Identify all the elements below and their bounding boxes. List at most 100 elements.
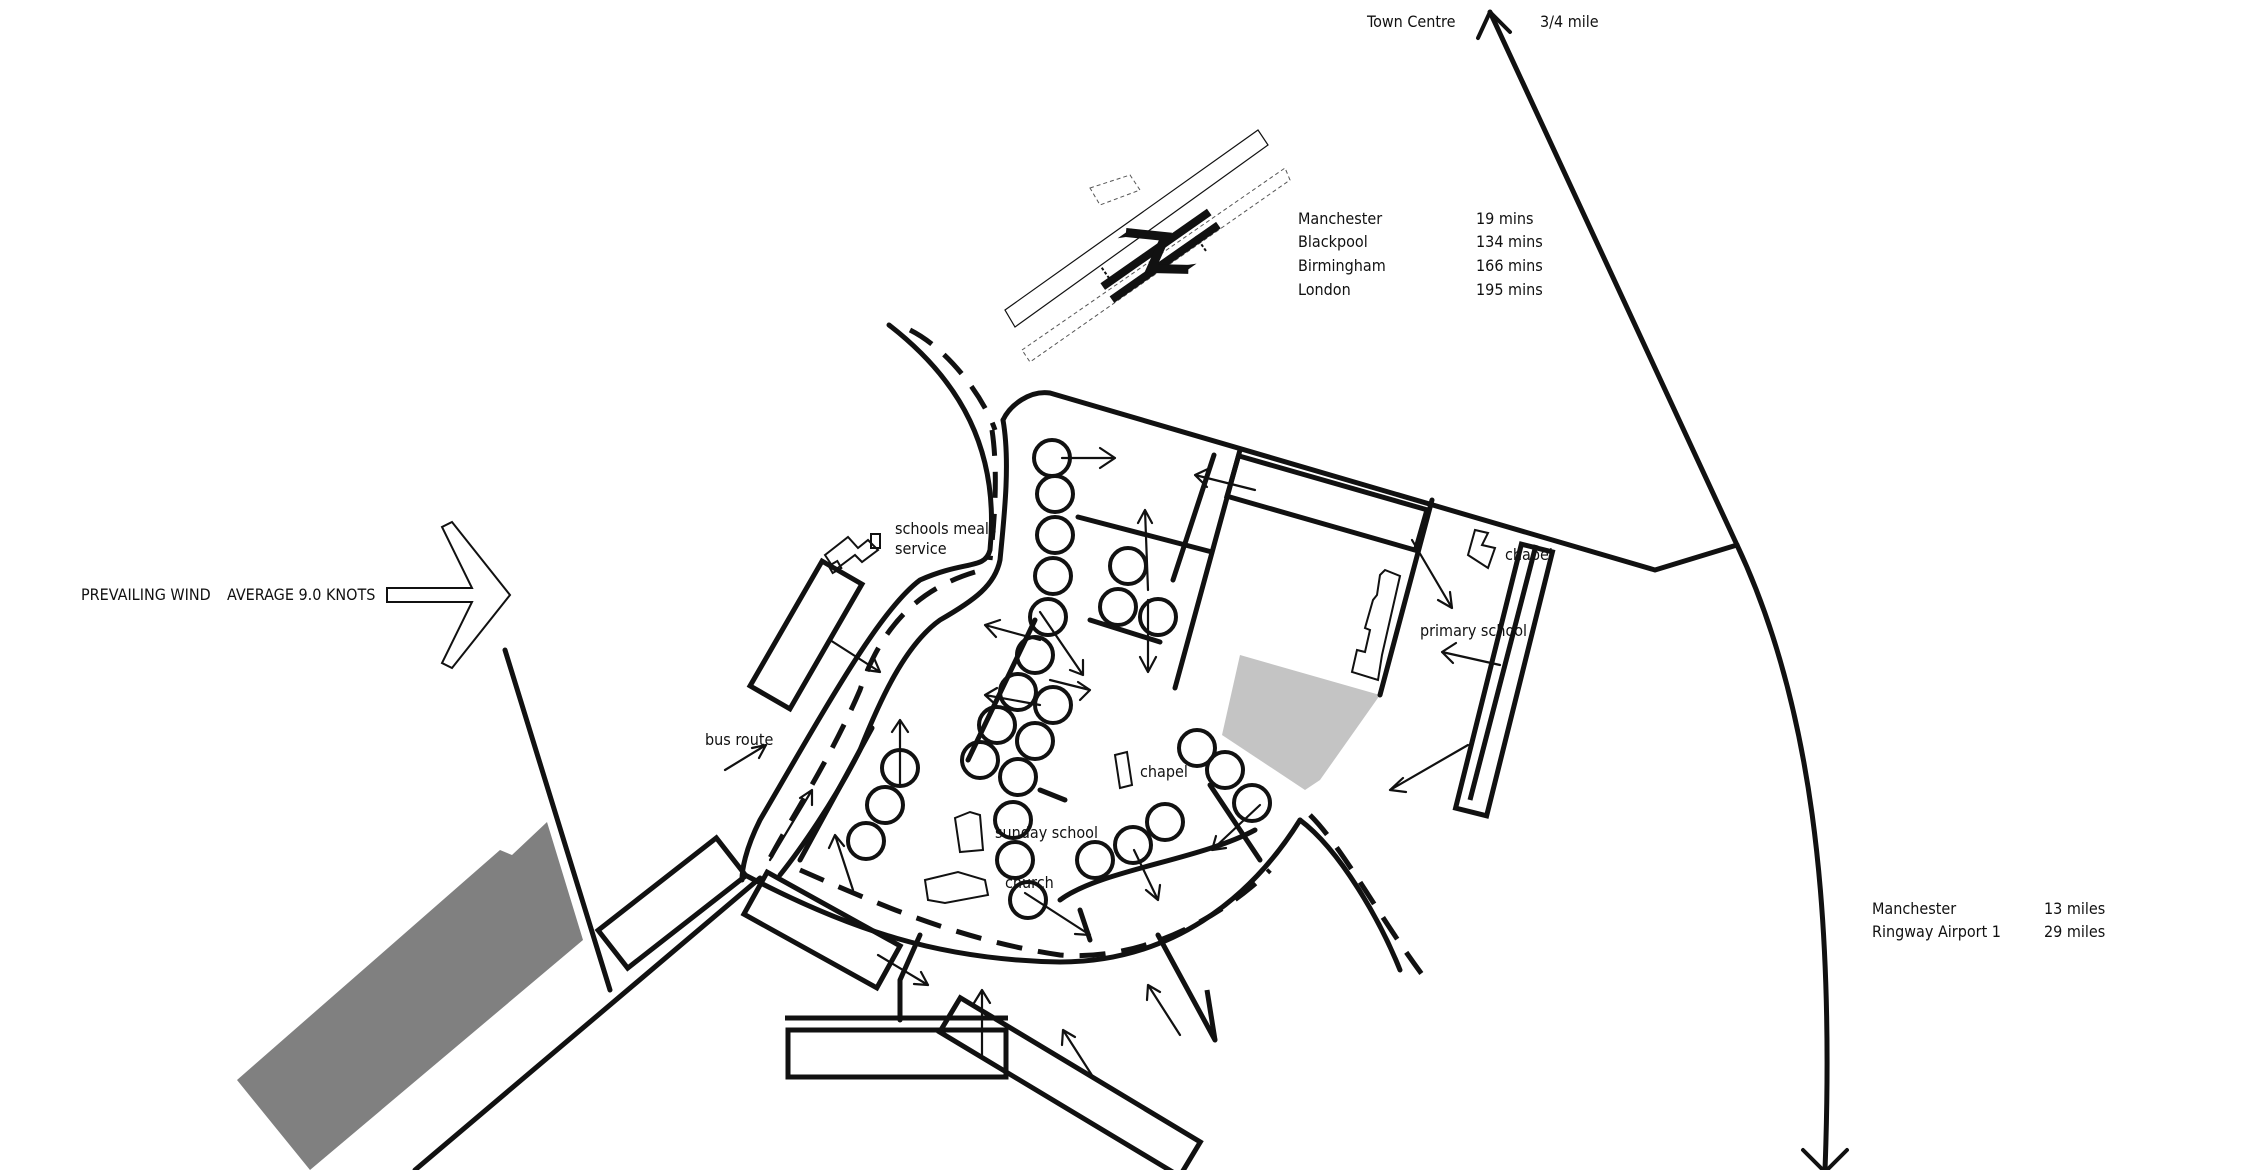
tree bbox=[998, 672, 1038, 712]
tree bbox=[1138, 597, 1178, 637]
bus-route-east bbox=[1308, 813, 1432, 987]
sunday-school-label: sunday school bbox=[995, 823, 1098, 842]
arrow bbox=[1410, 538, 1454, 610]
church-building bbox=[923, 870, 990, 905]
arrow bbox=[723, 743, 768, 772]
tree bbox=[998, 757, 1038, 797]
schools-meals-building bbox=[823, 535, 880, 572]
chapel-lower-label: chapel bbox=[1140, 762, 1188, 781]
rail-city: London bbox=[1298, 280, 1351, 299]
arrow bbox=[828, 638, 882, 674]
small-buildings bbox=[823, 528, 1497, 905]
inner-divider-1 bbox=[797, 725, 875, 863]
tree bbox=[995, 840, 1035, 880]
central-loop bbox=[742, 817, 1303, 965]
inner-divider-4 bbox=[1207, 782, 1263, 863]
arrow bbox=[1038, 610, 1085, 677]
building-west-block bbox=[746, 557, 866, 713]
buildings bbox=[594, 452, 1556, 1170]
arrow bbox=[1048, 678, 1092, 702]
schools-meals-small bbox=[827, 559, 843, 575]
rail-city: Manchester bbox=[1298, 209, 1382, 228]
arrow bbox=[876, 953, 930, 987]
tree bbox=[1008, 880, 1048, 920]
bus-route-top bbox=[908, 327, 998, 431]
rail-time: 166 mins bbox=[1476, 256, 1543, 275]
arrow bbox=[1440, 641, 1502, 667]
road-east-stub bbox=[1297, 817, 1403, 973]
tree bbox=[1028, 597, 1068, 637]
view-arrows bbox=[723, 446, 1502, 1082]
dark-shaded-area bbox=[237, 822, 583, 1170]
bus-route-inner bbox=[987, 429, 998, 561]
chapel-lower-building bbox=[1113, 750, 1134, 790]
tree bbox=[1177, 728, 1217, 768]
tree bbox=[1145, 802, 1185, 842]
church-label: church bbox=[1005, 873, 1054, 892]
town-centre-arrow-icon bbox=[1476, 10, 1512, 40]
building-south-2 bbox=[936, 994, 1204, 1170]
tree bbox=[846, 821, 886, 861]
tree bbox=[1035, 515, 1075, 555]
primary-school-label: primary school bbox=[1420, 621, 1527, 640]
road-place: Manchester bbox=[1872, 899, 1956, 918]
arrow bbox=[983, 686, 1042, 707]
road-southwest bbox=[412, 875, 763, 1170]
tree bbox=[1035, 474, 1075, 514]
arrow bbox=[827, 833, 855, 892]
rail-times-table: Manchester 19 mins Blackpool 134 mins Bi… bbox=[1298, 209, 1543, 299]
tree bbox=[977, 705, 1017, 745]
road-east-curve bbox=[1734, 542, 1830, 1170]
south-connector bbox=[897, 932, 923, 1023]
tree bbox=[960, 740, 1000, 780]
sunday-school-building bbox=[953, 810, 985, 854]
primary-school-building bbox=[1350, 568, 1402, 682]
schools-meals-label-line1: schools meals bbox=[895, 519, 996, 538]
trees bbox=[846, 438, 1272, 920]
arrow bbox=[1136, 508, 1154, 592]
rail-time: 19 mins bbox=[1476, 209, 1534, 228]
building-east-long bbox=[1452, 541, 1556, 819]
road-distances-table: Manchester 13 miles Ringway Airport 1 29… bbox=[1872, 899, 2105, 941]
bus-route-loop bbox=[798, 867, 1272, 959]
arrow bbox=[1132, 848, 1162, 902]
building-sw-2 bbox=[740, 868, 904, 992]
road-inner-curve bbox=[777, 417, 1009, 878]
arrow bbox=[1145, 983, 1182, 1037]
building-south-1 bbox=[785, 1027, 1009, 1080]
arrow bbox=[972, 988, 992, 1057]
inner-divider-8 bbox=[1037, 787, 1068, 803]
bus-route-label: bus route bbox=[705, 730, 773, 749]
tree bbox=[1075, 840, 1115, 880]
rail-city: Birmingham bbox=[1298, 256, 1386, 275]
tree bbox=[1113, 825, 1153, 865]
tree bbox=[1015, 721, 1055, 761]
bus-route-dashes bbox=[767, 327, 1432, 987]
tree bbox=[1232, 783, 1272, 823]
schools-meals-label-line2: service bbox=[895, 539, 947, 558]
light-shaded-area bbox=[1222, 655, 1380, 790]
wind-arrow-icon bbox=[386, 520, 512, 670]
tree bbox=[1033, 556, 1073, 596]
south-connector-2 bbox=[1155, 932, 1218, 1043]
shaded-areas bbox=[237, 655, 1380, 1170]
railway-station bbox=[1004, 129, 1291, 363]
road-place: Ringway Airport 1 bbox=[1872, 922, 2001, 941]
building-north-long bbox=[1223, 452, 1431, 554]
chapel-road bbox=[1377, 497, 1435, 698]
arrow bbox=[1138, 598, 1158, 674]
town-centre-distance: 3/4 mile bbox=[1540, 12, 1599, 31]
building-sw-1 bbox=[594, 834, 750, 972]
road-distance: 29 miles bbox=[2044, 922, 2105, 941]
arrow bbox=[1210, 803, 1262, 852]
chapel-upper-building bbox=[1466, 528, 1497, 570]
labels: PREVAILING WIND AVERAGE 9.0 KNOTS Town C… bbox=[81, 12, 2105, 941]
road-west-diagonal bbox=[502, 647, 613, 993]
road-top-curve bbox=[739, 322, 994, 883]
rail-city: Blackpool bbox=[1298, 232, 1368, 251]
building-south-2-edge bbox=[1204, 989, 1218, 1041]
south-arrow-icon bbox=[1801, 1148, 1849, 1170]
arrow bbox=[1060, 1028, 1097, 1082]
